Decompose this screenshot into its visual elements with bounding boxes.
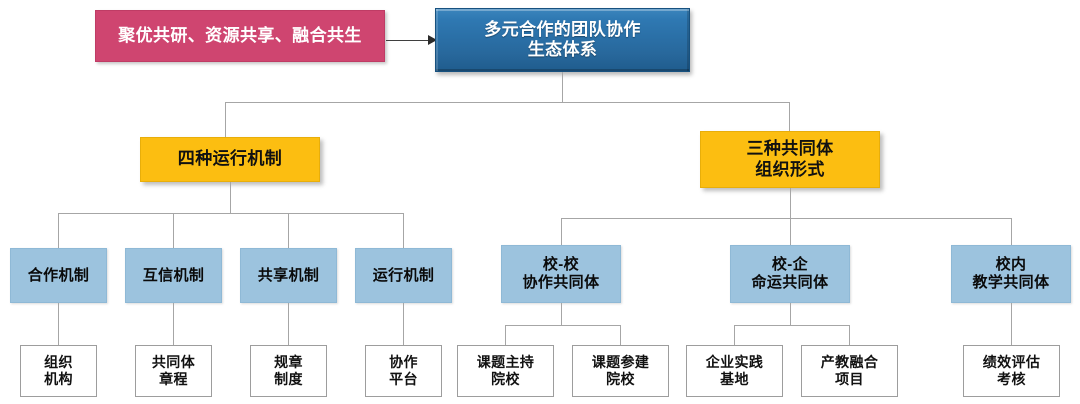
banner-to-root-connector — [386, 40, 430, 41]
root-bus-line — [225, 102, 790, 103]
ss-bus-line — [505, 325, 620, 326]
level2-box-sharing-mechanism: 共享机制 — [240, 248, 337, 303]
leaf-line-organization — [58, 303, 59, 345]
leaf-box-enterprise-practice-base: 企业实践 基地 — [686, 345, 783, 397]
root-box-ecosystem: 多元合作的团队协作 生态体系 — [435, 8, 690, 72]
leaf-box-participating-college: 课题参建 院校 — [572, 345, 669, 397]
leaf-box-collaboration-platform: 协作 平台 — [365, 345, 442, 397]
ss-bus-to-leaf2 — [620, 325, 621, 345]
mechanisms-bus-line — [58, 213, 403, 214]
banner-box-slogan: 聚优共研、资源共享、融合共生 — [95, 10, 385, 62]
branch-box-communities: 三种共同体 组织形式 — [700, 131, 880, 188]
is-drop-line — [1011, 303, 1012, 345]
mechanisms-drop-line — [230, 182, 231, 213]
level2-box-operation-mechanism: 运行机制 — [355, 248, 452, 303]
communities-bus-to-c1 — [561, 218, 562, 248]
mechanisms-bus-to-c2 — [173, 213, 174, 248]
se-drop-line — [790, 303, 791, 325]
leaf-line-platform — [403, 303, 404, 345]
leaf-line-regulations — [288, 303, 289, 345]
level2-box-intra-school-community: 校内 教学共同体 — [951, 245, 1071, 303]
leaf-line-charter — [173, 303, 174, 345]
communities-bus-to-c2 — [790, 218, 791, 248]
leaf-box-rules-system: 规章 制度 — [250, 345, 327, 397]
level2-box-cooperation-mechanism: 合作机制 — [10, 248, 107, 303]
level2-box-mutual-trust-mechanism: 互信机制 — [125, 248, 222, 303]
branch-box-mechanisms: 四种运行机制 — [140, 137, 320, 182]
leaf-box-performance-assessment: 绩效评估 考核 — [963, 345, 1060, 397]
leaf-box-industry-education-project: 产教融合 项目 — [801, 345, 898, 397]
leaf-box-community-charter: 共同体 章程 — [135, 345, 212, 397]
bus-to-communities-line — [789, 102, 790, 131]
mechanisms-bus-to-c4 — [403, 213, 404, 248]
level2-box-school-enterprise-community: 校-企 命运共同体 — [730, 245, 850, 303]
mechanisms-bus-to-c1 — [58, 213, 59, 248]
bus-to-mechanisms-line — [225, 102, 226, 137]
communities-bus-line — [561, 218, 1011, 219]
leaf-box-organization-structure: 组织 机构 — [20, 345, 97, 397]
se-bus-line — [734, 325, 849, 326]
se-bus-to-leaf1 — [734, 325, 735, 345]
mechanisms-bus-to-c3 — [288, 213, 289, 248]
communities-bus-to-c3 — [1011, 218, 1012, 248]
ss-bus-to-leaf1 — [505, 325, 506, 345]
level2-box-school-school-community: 校-校 协作共同体 — [501, 245, 621, 303]
ss-drop-line — [561, 303, 562, 325]
se-bus-to-leaf2 — [849, 325, 850, 345]
leaf-box-host-college: 课题主持 院校 — [457, 345, 554, 397]
banner-to-root-arrowhead — [428, 35, 437, 45]
communities-drop-line — [790, 188, 791, 218]
root-drop-line — [562, 72, 563, 102]
